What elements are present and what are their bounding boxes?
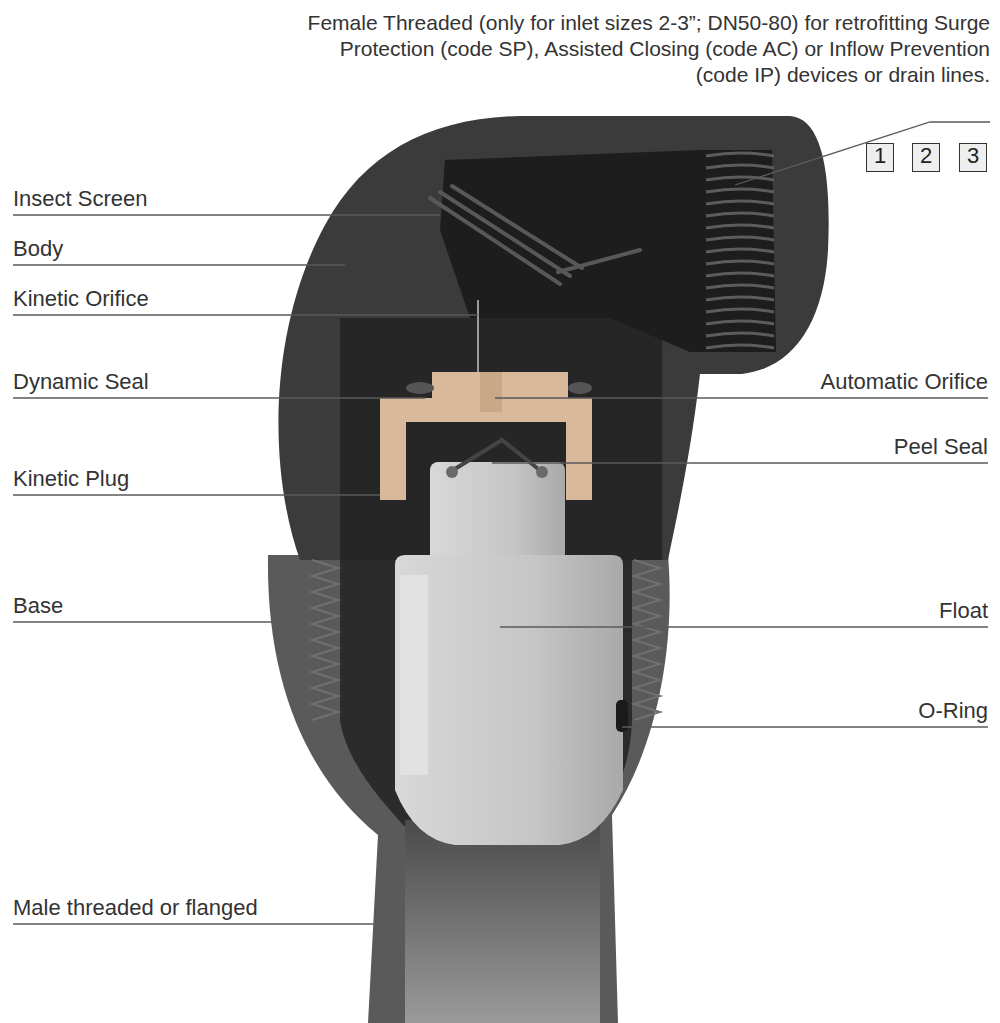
- leader-line: [13, 397, 425, 398]
- leader-line: [735, 122, 990, 185]
- base-shell: [268, 555, 670, 1023]
- thread-line: [706, 345, 774, 348]
- pipe-bore: [405, 820, 600, 1023]
- thread-line: [706, 201, 774, 204]
- thread-line: [706, 321, 774, 324]
- thread-line: [706, 177, 774, 180]
- thread-line: [706, 297, 774, 300]
- part-label: Body: [13, 237, 63, 261]
- leader-line: [13, 264, 345, 265]
- leader-line: [13, 923, 385, 924]
- thread-line: [706, 213, 774, 216]
- float-top: [430, 462, 565, 562]
- thread-line: [706, 273, 774, 276]
- leader-line: [13, 621, 275, 622]
- callout-box: 3: [959, 143, 987, 172]
- automatic-orifice: [480, 372, 502, 412]
- part-label: Dynamic Seal: [13, 370, 149, 394]
- part-label: Base: [13, 594, 63, 618]
- thread-line: [706, 249, 774, 252]
- thread-zigzag: [634, 560, 660, 720]
- thread-zigzag: [312, 560, 338, 720]
- thread-line: [706, 153, 774, 156]
- part-label: Automatic Orifice: [821, 370, 989, 394]
- leader-line: [495, 397, 988, 398]
- leader-line: [13, 314, 478, 315]
- outlet-threads: [706, 153, 774, 348]
- peel-seal-pin: [536, 466, 548, 478]
- part-label: Peel Seal: [894, 435, 988, 459]
- thread-line: [706, 261, 774, 264]
- float-facet: [400, 575, 428, 775]
- leader-line: [13, 494, 380, 495]
- leader-line: [622, 726, 988, 727]
- callout-box: 2: [912, 143, 940, 172]
- thread-line: [706, 225, 774, 228]
- thread-line: [706, 333, 774, 336]
- float-body: [395, 555, 623, 845]
- part-label: O-Ring: [918, 699, 988, 723]
- thread-line: [706, 309, 774, 312]
- leader-line: [13, 214, 440, 215]
- note-text: Female Threaded (only for inlet sizes 2-…: [300, 10, 990, 88]
- dynamic-seal: [406, 382, 434, 394]
- leader-line: [500, 626, 988, 627]
- part-label: Kinetic Orifice: [13, 287, 149, 311]
- callout-number: 2: [920, 143, 932, 168]
- callout-number: 1: [874, 143, 886, 168]
- thread-line: [706, 285, 774, 288]
- insect-screen: [430, 186, 640, 284]
- callout-number: 3: [967, 143, 979, 168]
- outlet-passage: [440, 150, 776, 352]
- part-label: Male threaded or flanged: [13, 896, 258, 920]
- peel-seal: [450, 440, 542, 472]
- kinetic-orifice-channel: [477, 300, 479, 372]
- part-label: Float: [939, 599, 988, 623]
- peel-seal-pin: [446, 466, 458, 478]
- leader-line: [492, 462, 988, 463]
- part-label: Insect Screen: [13, 187, 148, 211]
- dynamic-seal: [568, 382, 592, 394]
- part-label: Kinetic Plug: [13, 467, 129, 491]
- thread-line: [706, 165, 774, 168]
- thread-line: [706, 237, 774, 240]
- thread-line: [706, 189, 774, 192]
- callout-box: 1: [866, 143, 894, 172]
